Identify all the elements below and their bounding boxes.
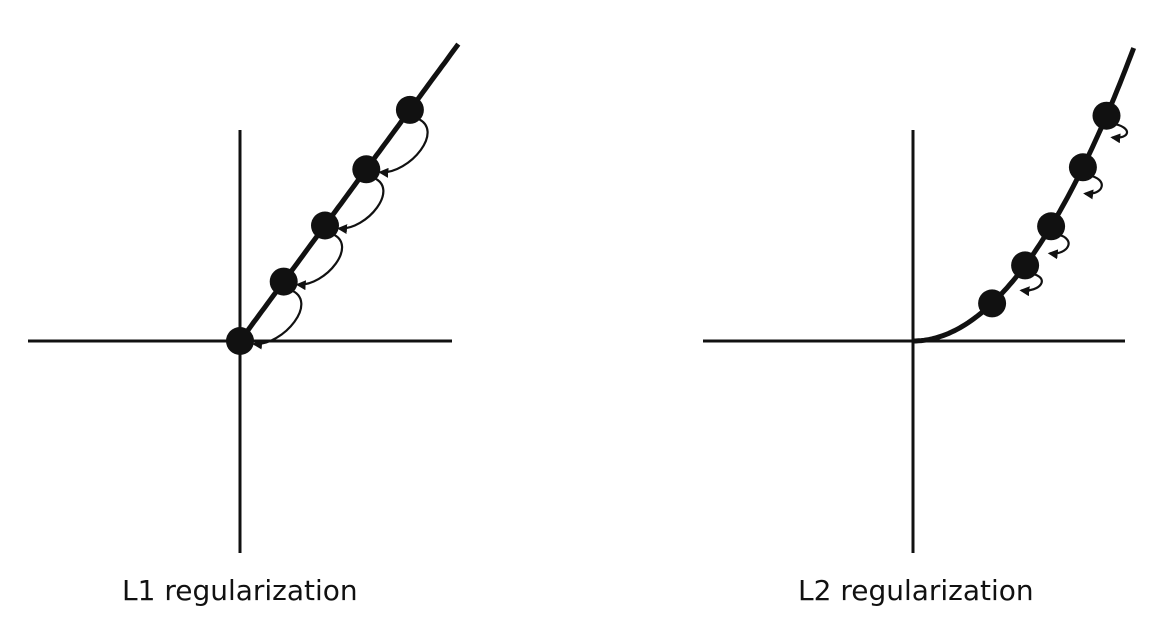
l1-step-arrow bbox=[337, 176, 385, 235]
l2-point bbox=[1037, 212, 1066, 241]
l1-step-arrow bbox=[378, 116, 429, 178]
l2-penalty-curve bbox=[913, 47, 1137, 344]
l1-step-arrow bbox=[295, 232, 344, 291]
l1-panel bbox=[28, 42, 461, 553]
l1-point bbox=[352, 155, 381, 184]
l1-point bbox=[395, 95, 424, 124]
l2-point bbox=[978, 289, 1007, 318]
l1-caption: L1 regularization bbox=[122, 574, 358, 607]
l1-points bbox=[226, 95, 424, 355]
l2-points bbox=[978, 101, 1121, 318]
l1-step-arrows bbox=[252, 116, 429, 350]
l1-point bbox=[311, 211, 339, 240]
l1-point bbox=[269, 267, 298, 296]
l2-point bbox=[1011, 251, 1040, 280]
l2-panel bbox=[703, 47, 1137, 553]
l1-step-arrow bbox=[252, 288, 303, 350]
l2-point bbox=[1092, 101, 1121, 130]
l2-caption: L2 regularization bbox=[798, 574, 1034, 607]
l1-penalty-curve bbox=[237, 42, 461, 343]
l1-point bbox=[226, 327, 254, 355]
l2-point bbox=[1068, 153, 1097, 182]
